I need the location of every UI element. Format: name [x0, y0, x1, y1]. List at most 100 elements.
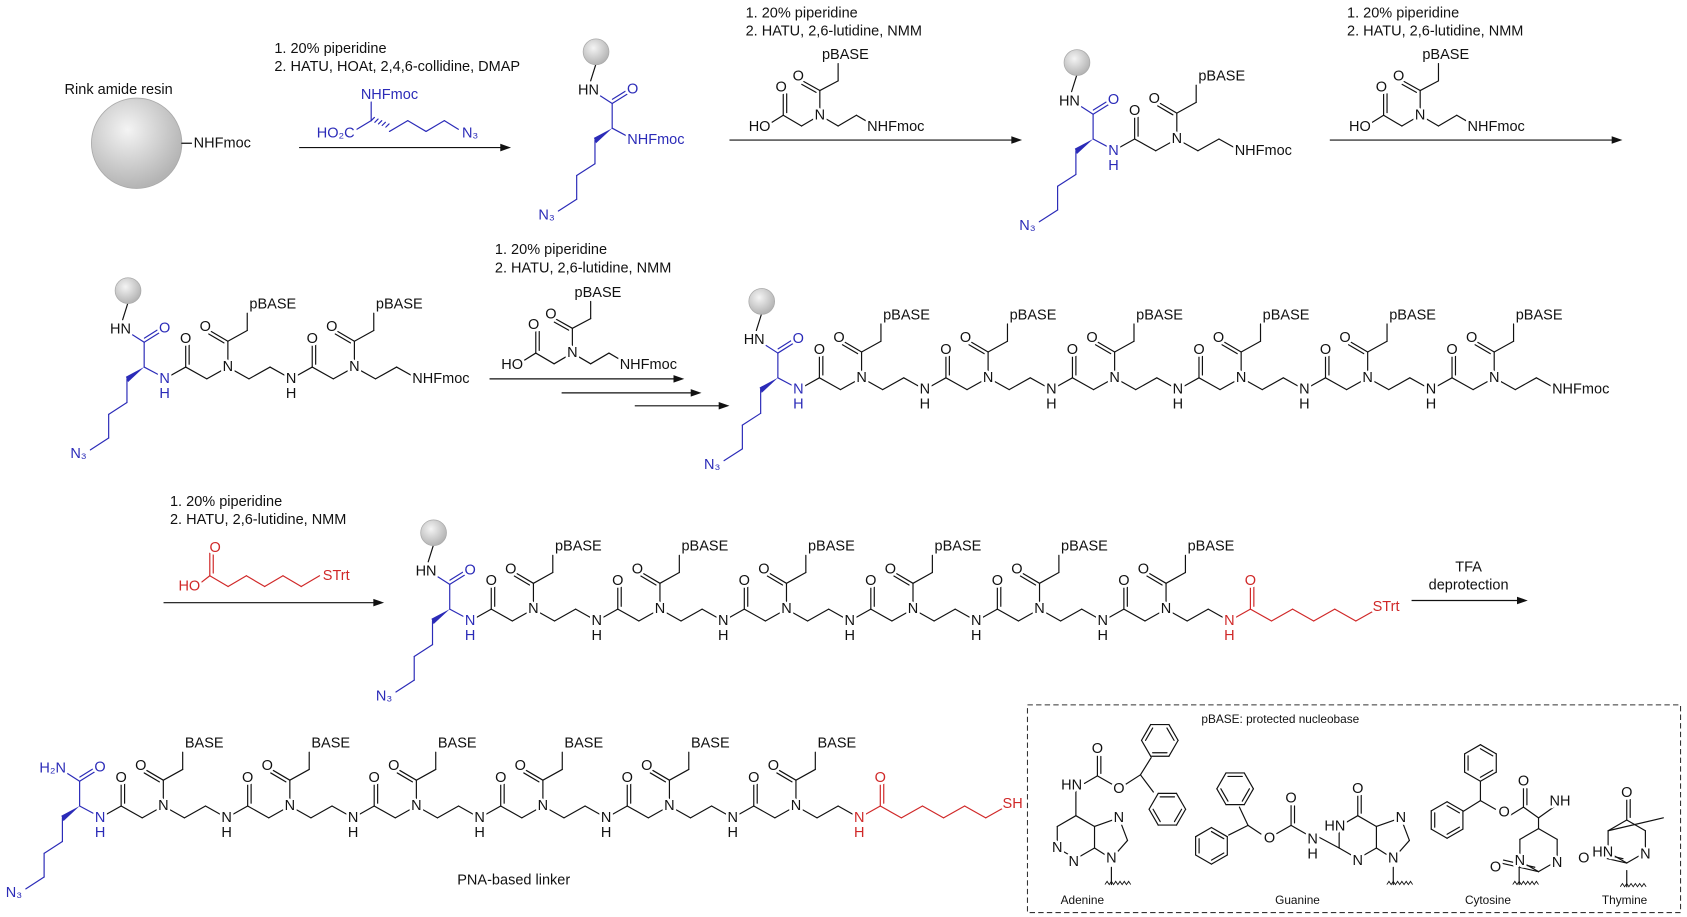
bond	[25, 876, 45, 890]
bond	[331, 805, 354, 819]
atom-o: O	[1264, 830, 1275, 846]
atom-o: O	[1393, 69, 1404, 85]
bond	[766, 575, 784, 586]
bond	[987, 377, 1010, 391]
atom-n: N	[1173, 382, 1183, 398]
bond	[571, 352, 592, 365]
bond	[924, 377, 947, 391]
bond	[270, 772, 287, 783]
bond	[289, 768, 310, 781]
atom-n: N	[1489, 370, 1499, 386]
bond	[964, 805, 987, 819]
bond	[396, 772, 414, 783]
stereo-wedge	[125, 367, 145, 383]
bond	[1114, 340, 1135, 353]
atom-o: O	[940, 342, 951, 358]
stereo-wedge	[431, 609, 450, 625]
bond	[1216, 772, 1227, 790]
bond	[723, 448, 743, 462]
bond	[1430, 828, 1448, 839]
step-4-conditions: 1. 20% piperidine 2. HATU, 2,6-lutidine,…	[495, 242, 671, 276]
bond	[732, 805, 755, 819]
bond	[394, 805, 417, 819]
fmoc-amine: NHFmoc	[620, 357, 677, 373]
bond	[777, 377, 795, 388]
bond	[1092, 377, 1116, 391]
bond	[584, 805, 607, 819]
resin-bead	[582, 38, 610, 66]
bond	[764, 608, 788, 622]
atom-n: N	[286, 371, 296, 387]
resin-amide-nh: HN	[1059, 93, 1080, 109]
bond	[208, 333, 225, 344]
bond	[1367, 340, 1388, 353]
atom-o: O	[1118, 573, 1129, 589]
bond	[395, 366, 419, 380]
atom-o: O	[135, 758, 146, 774]
atom-o: O	[495, 770, 506, 786]
bond	[641, 571, 661, 584]
atom-o: O	[1518, 773, 1529, 789]
atom-o: O	[612, 573, 623, 589]
thiol-terminus: STrt	[1373, 599, 1400, 615]
base-label: BASE	[564, 736, 603, 752]
atom-h: H	[854, 825, 864, 841]
bond	[1392, 839, 1411, 860]
atom-h: H	[601, 825, 611, 841]
bond	[1156, 377, 1179, 391]
bond	[1375, 847, 1394, 860]
bond	[1626, 851, 1646, 864]
bond	[1243, 788, 1255, 806]
bond	[1474, 344, 1491, 355]
bond	[185, 366, 208, 380]
atom-hn: HN	[1592, 844, 1613, 860]
atom-o: O	[1446, 342, 1457, 358]
bond	[1318, 836, 1340, 849]
bond	[987, 340, 1009, 353]
bond	[858, 805, 881, 819]
atom-o: O	[748, 770, 759, 786]
step-1-conditions: 1. 20% piperidine 2. HATU, HOAt, 2,4,6-c…	[274, 41, 520, 75]
bond	[575, 608, 598, 622]
step-3-line-1: 1. 20% piperidine	[1347, 5, 1459, 21]
atom-n: N	[815, 107, 825, 123]
atom-o: O	[1149, 91, 1160, 107]
atom-h: H	[348, 825, 358, 841]
step-3-line-2: 2. HATU, 2,6-lutidine, NMM	[1347, 24, 1523, 40]
bond	[542, 805, 565, 819]
trityl-thioether: STrt	[323, 568, 350, 584]
bond	[1275, 824, 1292, 835]
bond	[1216, 788, 1227, 806]
bond	[553, 352, 573, 365]
step-5-line-1: 1. 20% piperidine	[170, 494, 282, 510]
atom-h: H	[1299, 397, 1309, 413]
bond	[1198, 377, 1221, 391]
bond	[1357, 815, 1378, 828]
atom-h: H	[1307, 846, 1317, 862]
bond	[608, 352, 623, 362]
bond	[373, 805, 396, 819]
bond	[1056, 847, 1077, 860]
atom-h: H	[591, 628, 601, 644]
bond	[837, 114, 858, 127]
resin-amide-nh: HN	[416, 563, 437, 579]
bond	[1020, 571, 1041, 584]
bond	[1348, 340, 1369, 353]
bond	[945, 377, 968, 391]
bond	[449, 573, 468, 585]
atom-h: H	[159, 386, 169, 402]
resin-amide-nh: HN	[744, 332, 765, 348]
bond	[89, 437, 110, 451]
atom-n: N	[1034, 601, 1044, 617]
bond	[659, 608, 682, 622]
atom-n: N	[1106, 851, 1116, 867]
atom-o: O	[1193, 342, 1204, 358]
bond	[99, 805, 122, 819]
bond	[1124, 774, 1142, 786]
bond	[1017, 608, 1041, 622]
bond	[227, 366, 250, 380]
bond	[893, 575, 910, 586]
bond	[774, 805, 797, 819]
fmoc-amine: NHFmoc	[1468, 119, 1525, 135]
atom-o: O	[1320, 342, 1331, 358]
